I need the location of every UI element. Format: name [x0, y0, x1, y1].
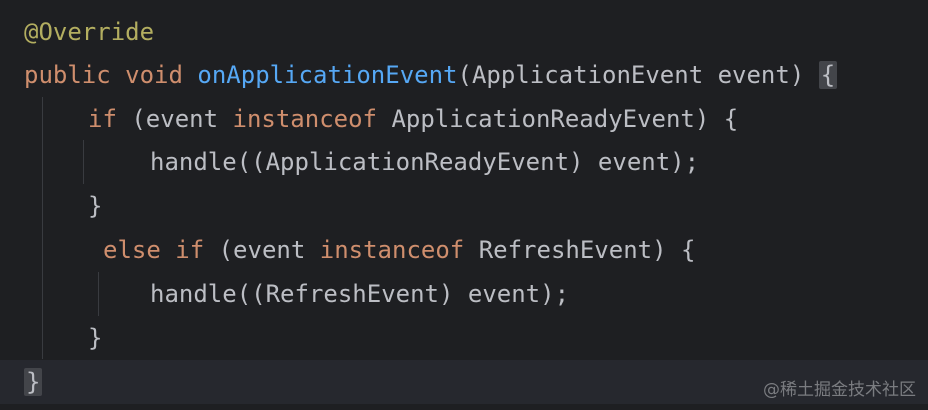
code-line-8[interactable]: } — [88, 316, 102, 360]
code-line-3[interactable]: if (event instanceof ApplicationReadyEve… — [88, 97, 738, 141]
matched-open-brace: { — [818, 61, 838, 89]
method-name: onApplicationEvent — [197, 61, 458, 89]
indent-guide — [42, 97, 43, 359]
code-line-4[interactable]: handle((ApplicationReadyEvent) event); — [150, 140, 699, 184]
keyword-public: public — [24, 61, 111, 89]
keyword-if: if — [175, 236, 205, 264]
keyword-instanceof: instanceof — [319, 236, 465, 264]
condition-open: (event — [116, 105, 233, 133]
keyword-else: else — [103, 236, 161, 264]
code-line-1[interactable]: @Override — [24, 10, 154, 54]
method-params: (ApplicationEvent event) — [457, 61, 819, 89]
code-line-5[interactable]: } — [88, 184, 102, 228]
annotation-override: @Override — [24, 18, 155, 46]
code-line-2[interactable]: public void onApplicationEvent(Applicati… — [24, 53, 838, 97]
keyword-if: if — [88, 105, 117, 133]
indent-guide — [98, 272, 99, 316]
condition-open: (event — [204, 236, 320, 264]
close-brace: } — [88, 192, 103, 220]
code-line-7[interactable]: handle((RefreshEvent) event); — [150, 272, 569, 316]
close-brace: } — [88, 324, 103, 352]
indent-guide — [83, 140, 84, 184]
condition-close: RefreshEvent) { — [464, 236, 696, 264]
code-line-6[interactable]: else if (event instanceof RefreshEvent) … — [103, 228, 695, 272]
handle-statement: handle((RefreshEvent) event); — [150, 280, 570, 308]
matched-close-brace: } — [24, 368, 43, 396]
watermark: @稀土掘金技术社区 — [763, 380, 916, 400]
keyword-instanceof: instanceof — [232, 105, 378, 133]
handle-statement: handle((ApplicationReadyEvent) event); — [150, 148, 700, 176]
code-line-9-current[interactable]: } — [0, 360, 928, 404]
keyword-void: void — [125, 61, 183, 89]
condition-close: ApplicationReadyEvent) { — [377, 105, 739, 133]
